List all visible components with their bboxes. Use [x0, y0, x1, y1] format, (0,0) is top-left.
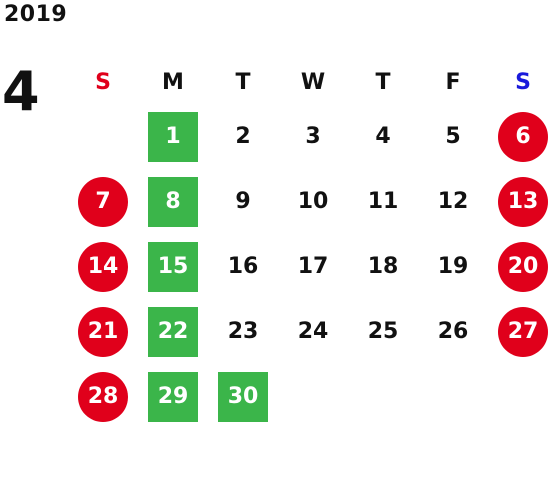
day-number: 1: [148, 111, 198, 162]
day-cell: [348, 364, 418, 429]
day-cell: 26: [418, 299, 488, 364]
weekday-saturday: S: [515, 69, 531, 95]
day-number: 16: [227, 254, 259, 279]
day-number: 4: [375, 124, 391, 149]
day-number: 3: [305, 124, 321, 149]
day-number: 15: [148, 241, 198, 292]
day-number: 14: [78, 241, 128, 292]
day-cell: [278, 364, 348, 429]
day-cell: 13: [488, 169, 548, 234]
weekday-sunday: S: [95, 69, 111, 95]
day-cell: 29: [138, 364, 208, 429]
day-number: [78, 112, 128, 162]
day-cell: 22: [138, 299, 208, 364]
day-number: 27: [498, 306, 548, 357]
weekday-friday: F: [445, 69, 461, 95]
day-cell: 17: [278, 234, 348, 299]
day-number: 26: [437, 319, 469, 344]
day-number: [288, 372, 338, 422]
day-number: 9: [235, 189, 251, 214]
day-number: 22: [148, 306, 198, 357]
day-cell: 4: [348, 104, 418, 169]
day-number: 18: [367, 254, 399, 279]
day-cell: 11: [348, 169, 418, 234]
day-number: [428, 372, 478, 422]
day-number: 24: [297, 319, 329, 344]
day-cell: 23: [208, 299, 278, 364]
day-number: 6: [498, 111, 548, 162]
day-cell: 9: [208, 169, 278, 234]
day-cell: 28: [68, 364, 138, 429]
day-cell: 27: [488, 299, 548, 364]
calendar-grid: S M T W T F S 1 2 3 4 5 6 7 8 9 10 11 12…: [68, 60, 548, 429]
month-number: 4: [2, 60, 40, 123]
day-cell: 14: [68, 234, 138, 299]
day-number: 21: [78, 306, 128, 357]
day-cell: 2: [208, 104, 278, 169]
day-cell: 20: [488, 234, 548, 299]
day-number: 10: [297, 189, 329, 214]
day-number: 17: [297, 254, 329, 279]
day-cell: 8: [138, 169, 208, 234]
day-number: 8: [148, 176, 198, 227]
day-number: 7: [78, 176, 128, 227]
day-number: 2: [235, 124, 251, 149]
weekday-thursday: T: [375, 69, 391, 95]
day-cell: 21: [68, 299, 138, 364]
day-cell: 6: [488, 104, 548, 169]
day-cell: 1: [138, 104, 208, 169]
day-number: 29: [148, 371, 198, 422]
day-cell: 24: [278, 299, 348, 364]
day-cell: 3: [278, 104, 348, 169]
day-cell: [488, 364, 548, 429]
day-cell: 7: [68, 169, 138, 234]
weekday-monday: M: [162, 69, 184, 95]
day-number: 30: [218, 371, 268, 422]
day-number: 11: [367, 189, 399, 214]
day-number: 25: [367, 319, 399, 344]
day-number: [498, 372, 548, 422]
day-number: 28: [78, 371, 128, 422]
day-number: 20: [498, 241, 548, 292]
day-cell: 5: [418, 104, 488, 169]
day-cell: 19: [418, 234, 488, 299]
day-number: 5: [445, 124, 461, 149]
day-number: 13: [498, 176, 548, 227]
day-cell: [68, 104, 138, 169]
day-cell: 15: [138, 234, 208, 299]
day-cell: [418, 364, 488, 429]
day-cell: 16: [208, 234, 278, 299]
day-number: 19: [437, 254, 469, 279]
day-cell: 30: [208, 364, 278, 429]
day-cell: 10: [278, 169, 348, 234]
day-number: 12: [437, 189, 469, 214]
day-cell: 18: [348, 234, 418, 299]
day-cell: 12: [418, 169, 488, 234]
day-number: 23: [227, 319, 259, 344]
weekday-wednesday: W: [300, 69, 326, 95]
day-cell: 25: [348, 299, 418, 364]
day-number: [358, 372, 408, 422]
year-label: 2019: [4, 2, 68, 27]
weekday-tuesday: T: [235, 69, 251, 95]
